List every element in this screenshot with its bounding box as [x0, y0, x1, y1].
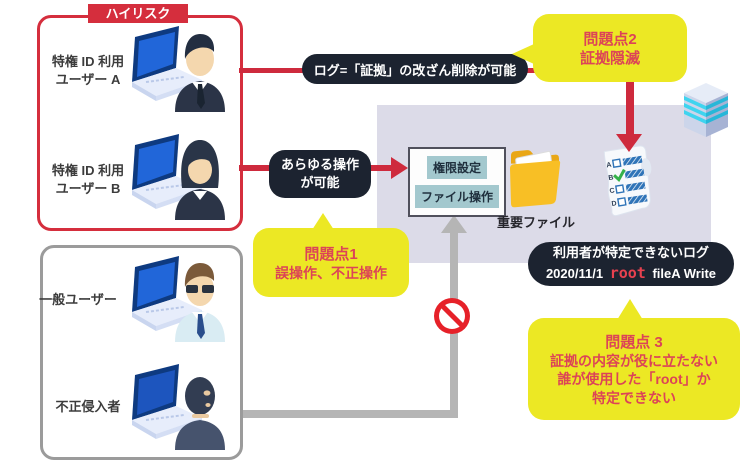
log-tamper-pill: ログ=「証拠」の改ざん削除が可能	[302, 54, 528, 84]
user-b-label: 特権 ID 利用 ユーザー B	[51, 163, 125, 197]
issue2-bubble: 問題点2 証拠隠滅	[533, 14, 687, 82]
log-record-entry: 2020/11/1 root fileA Write	[545, 263, 717, 282]
intruder-laptop-icon	[122, 360, 234, 452]
male-privileged-user-laptop-icon	[122, 22, 234, 114]
intruder-path-horizontal-line	[243, 410, 457, 418]
issue1-bubble: 問題点1 誤操作、不正操作	[253, 228, 409, 297]
red-connector-user-a	[239, 68, 305, 73]
issue1-bubble-tail	[312, 213, 334, 230]
intruder-label: 不正侵入者	[55, 399, 121, 414]
unidentified-log-pill: 利用者が特定できないログ 2020/11/1 root fileA Write	[528, 242, 734, 286]
operations-box: 権限設定 ファイル操作	[408, 147, 506, 217]
issue3-bubble: 問題点 3 証拠の内容が役に立たない 誰が使用した「root」か 特定できない	[528, 318, 740, 420]
svg-text:B: B	[608, 174, 614, 182]
permission-setting-label: 権限設定	[426, 156, 487, 179]
gray-up-arrow-icon	[441, 215, 467, 233]
high-risk-tab: ハイリスク	[88, 4, 188, 23]
folder-icon	[506, 144, 566, 214]
red-arrow-right-shaft	[368, 165, 393, 171]
prohibition-icon	[434, 298, 470, 334]
issue3-bubble-tail	[617, 299, 643, 320]
female-privileged-user-laptop-icon	[122, 130, 234, 222]
issue2-bubble-tail	[512, 44, 534, 64]
log-scroll-checklist-icon: A B C D	[596, 140, 662, 220]
svg-text:A: A	[606, 162, 612, 170]
root-user-text: root	[609, 263, 646, 282]
red-down-arrow-icon	[616, 134, 642, 152]
file-operation-label: ファイル操作	[414, 185, 499, 208]
svg-text:D: D	[611, 200, 617, 208]
red-right-arrow-icon	[391, 157, 408, 179]
red-connector-user-b	[239, 165, 273, 171]
server-icon	[681, 81, 731, 143]
general-user-laptop-icon	[122, 252, 234, 344]
user-a-label: 特権 ID 利用 ユーザー A	[51, 54, 125, 88]
important-file-label: 重要ファイル	[496, 215, 575, 230]
any-operation-pill: あらゆる操作 が可能	[269, 150, 371, 198]
svg-text:C: C	[609, 187, 615, 195]
general-user-label: 一般ユーザー	[39, 292, 117, 307]
red-arrow-down-shaft	[626, 80, 634, 136]
